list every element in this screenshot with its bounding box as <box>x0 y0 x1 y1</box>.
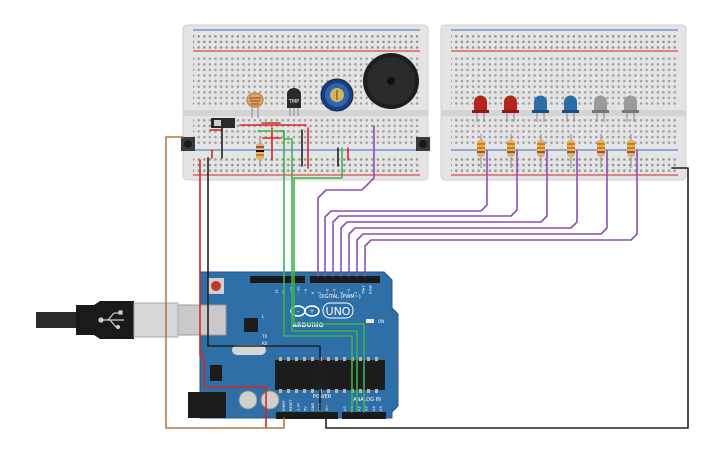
rx-led-label: RX <box>262 341 268 346</box>
digital-header-right <box>310 276 380 283</box>
arduino-model-label: UNO <box>326 305 351 318</box>
potentiometer <box>320 78 354 112</box>
pin-label: A5 <box>379 406 383 411</box>
temp-sensor-label: TMP <box>288 99 299 105</box>
pin-label: TX▸1 <box>361 285 365 295</box>
crystal <box>232 345 266 355</box>
arduino-brand-label: ARDUINO <box>292 322 323 329</box>
wire-purple-buzzer <box>317 125 375 277</box>
arduino-logo: – + <box>290 305 320 317</box>
capacitor-1 <box>238 390 258 410</box>
pin-label: IOREF <box>282 400 286 411</box>
pin-label: ~5 <box>333 289 337 294</box>
temperature-sensor: TMP <box>287 88 301 116</box>
wire-purple-led5 <box>356 149 608 277</box>
wire-purple-led4 <box>348 149 578 277</box>
pin-label: A3 <box>365 406 369 411</box>
wires <box>165 122 689 429</box>
resistor-3 <box>537 134 545 168</box>
capacitor-2 <box>260 390 280 410</box>
resistor-1 <box>477 134 485 168</box>
svg-text:–: – <box>297 308 300 315</box>
wire-purple-led6 <box>364 149 638 277</box>
pin-label: 13 <box>275 289 279 294</box>
power-jack <box>188 392 226 418</box>
wire-red-power <box>199 159 267 428</box>
breadboard-right <box>440 24 687 181</box>
digital-header-left <box>250 276 305 283</box>
pin-label: A0 <box>343 406 347 411</box>
led-blue-1 <box>532 95 549 122</box>
pin-label: ~3 <box>347 289 351 294</box>
pin-label: ~10 <box>297 286 301 294</box>
analog-header <box>342 412 386 419</box>
led-resistors <box>477 134 635 168</box>
usb-icon <box>98 310 124 330</box>
led-red-2 <box>502 95 519 122</box>
regulator <box>210 365 222 381</box>
analog-in-label: ANALOG IN <box>353 397 381 403</box>
pin-label: 7 <box>318 292 322 294</box>
pin-label: A2 <box>357 406 361 411</box>
pin-label: RX◂0 <box>369 284 373 294</box>
l-led-label: L <box>262 314 265 319</box>
pin-label: 5V <box>304 406 308 411</box>
wire-green-a1 <box>279 130 358 412</box>
usb-port <box>177 304 227 336</box>
push-button-left <box>181 137 195 151</box>
wire-black-gnd <box>207 157 321 411</box>
led-white-1 <box>592 95 609 122</box>
led-white-2 <box>622 95 639 122</box>
wire-purple-led1 <box>324 149 488 277</box>
pin-label: ~9 <box>304 288 308 294</box>
pin-label: RESET <box>289 399 293 411</box>
pin-label: 3.3V <box>296 402 300 411</box>
pin-label: GND <box>311 403 315 411</box>
resistor-4 <box>567 134 575 168</box>
pin-label: ~6 <box>325 288 329 294</box>
pin-label: 8 <box>311 291 315 294</box>
on-led <box>366 319 374 323</box>
power-label: POWER <box>313 394 332 400</box>
wire-black-right <box>325 167 689 429</box>
wire-green-a0 <box>257 130 353 413</box>
tx-led-label: TX <box>261 334 267 339</box>
slide-switch <box>211 118 235 128</box>
resistor-6 <box>627 134 635 168</box>
atmega-chip <box>275 360 385 390</box>
arduino-uno-board: – + ARDUINO UNO DIGITAL (PWM~) POWER ANA… <box>177 271 399 419</box>
wire-green-a2 <box>293 147 365 413</box>
usb-cable <box>36 301 179 339</box>
wire-purple-led2 <box>332 149 518 277</box>
usb-chip <box>244 318 258 332</box>
resistor-5 <box>597 134 605 168</box>
photoresistor <box>246 92 264 118</box>
pin-label: A4 <box>372 406 376 411</box>
led-red-1 <box>472 95 489 122</box>
pin-label: 2 <box>354 292 358 294</box>
wire-purple-led3 <box>340 149 548 277</box>
resistor-2 <box>507 134 515 168</box>
digital-pwm-label: DIGITAL (PWM~) <box>319 294 361 300</box>
reset-button <box>211 281 221 291</box>
svg-text:+: + <box>309 308 314 315</box>
piezo-buzzer <box>363 53 419 109</box>
resistor-ldr <box>256 138 264 166</box>
wire-brown <box>165 136 285 429</box>
on-led-label: ON <box>378 319 384 324</box>
pin-label: 4 <box>340 291 344 294</box>
power-header <box>276 412 338 419</box>
led-blue-2 <box>562 95 579 122</box>
push-button-right <box>416 137 430 151</box>
pin-label: Vin <box>325 405 329 411</box>
